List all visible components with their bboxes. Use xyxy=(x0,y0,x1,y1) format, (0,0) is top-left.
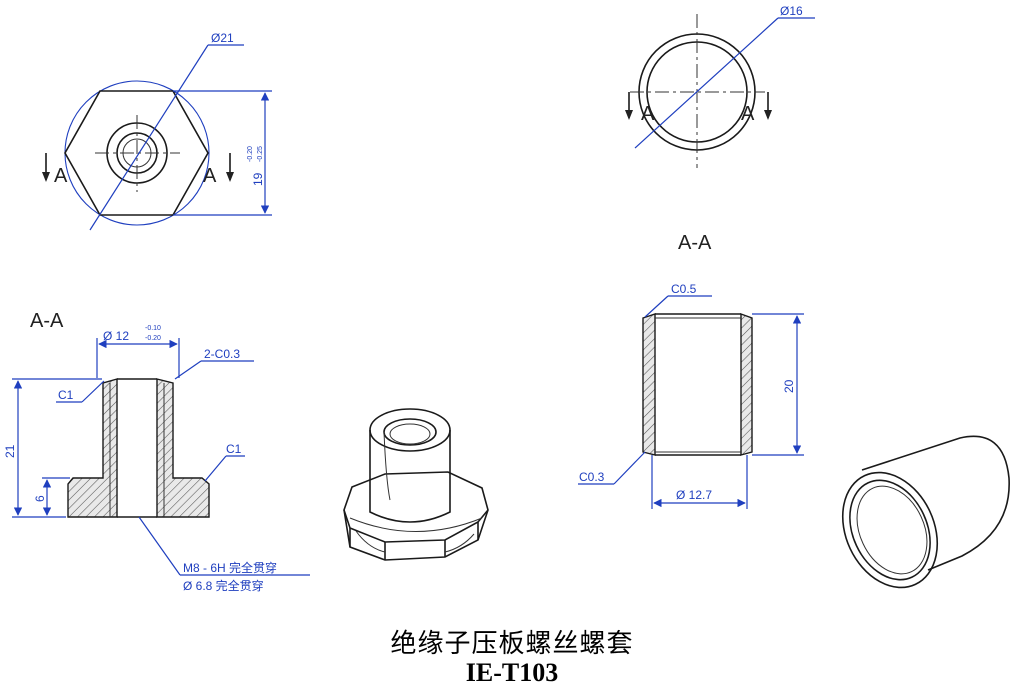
nut-across-corners-dim: Ø21 xyxy=(211,31,234,45)
nut-across-flats-tol-lower: -0.25 xyxy=(257,146,264,162)
nut-boss-tol-lower: -0.20 xyxy=(145,335,161,342)
sleeve-section-mark-right: A xyxy=(741,103,755,125)
nut-boss-diameter-dim: Ø 12 xyxy=(103,329,129,343)
nut-section-mark-right: A xyxy=(203,165,217,187)
nut-chamfer-top-dim: 2-C0.3 xyxy=(204,347,240,361)
sleeve-section-title: A-A xyxy=(678,232,712,254)
nut-thread-note: M8 - 6H 完全贯穿 xyxy=(183,560,277,575)
sleeve-diameter-dim: Ø16 xyxy=(780,4,803,18)
nut-section-title: A-A xyxy=(30,310,64,332)
nut-across-flats-dim: 19 xyxy=(251,172,265,186)
sleeve-section-mark-left: A xyxy=(641,103,655,125)
sleeve-outer-diameter-dim: Ø 12.7 xyxy=(676,488,712,502)
nut-isometric-view xyxy=(343,408,489,561)
sleeve-chamfer-bottom-dim: C0.3 xyxy=(579,470,605,484)
nut-across-flats-tol-upper: -0.20 xyxy=(247,146,254,162)
sleeve-length-dim: 20 xyxy=(782,379,796,393)
nut-section-mark-left: A xyxy=(54,165,68,187)
nut-flange-height-dim: 6 xyxy=(33,495,47,502)
nut-section-view: A-A Ø 12 -0.10 -0.20 2-C0.3 C1 C1 21 xyxy=(3,310,310,593)
sleeve-isometric-view xyxy=(841,435,1010,589)
nut-boss-tol-upper: -0.10 xyxy=(145,325,161,332)
nut-drill-note: Ø 6.8 完全贯穿 xyxy=(183,578,264,593)
sleeve-section-view: A-A C0.5 C0.3 20 Ø 12.7 xyxy=(578,232,804,509)
nut-front-view: A A Ø21 19 -0.20 -0.25 xyxy=(42,31,272,231)
sleeve-end-view: A A Ø16 xyxy=(625,4,815,168)
sleeve-chamfer-top-dim: C0.5 xyxy=(671,282,697,296)
drawing-title-cn: 绝缘子压板螺丝螺套 xyxy=(390,629,634,659)
nut-height-dim: 21 xyxy=(3,444,17,458)
nut-chamfer-c1-lower: C1 xyxy=(226,442,242,456)
nut-chamfer-c1-upper: C1 xyxy=(58,388,74,402)
drawing-part-code: IE-T103 xyxy=(465,658,559,687)
